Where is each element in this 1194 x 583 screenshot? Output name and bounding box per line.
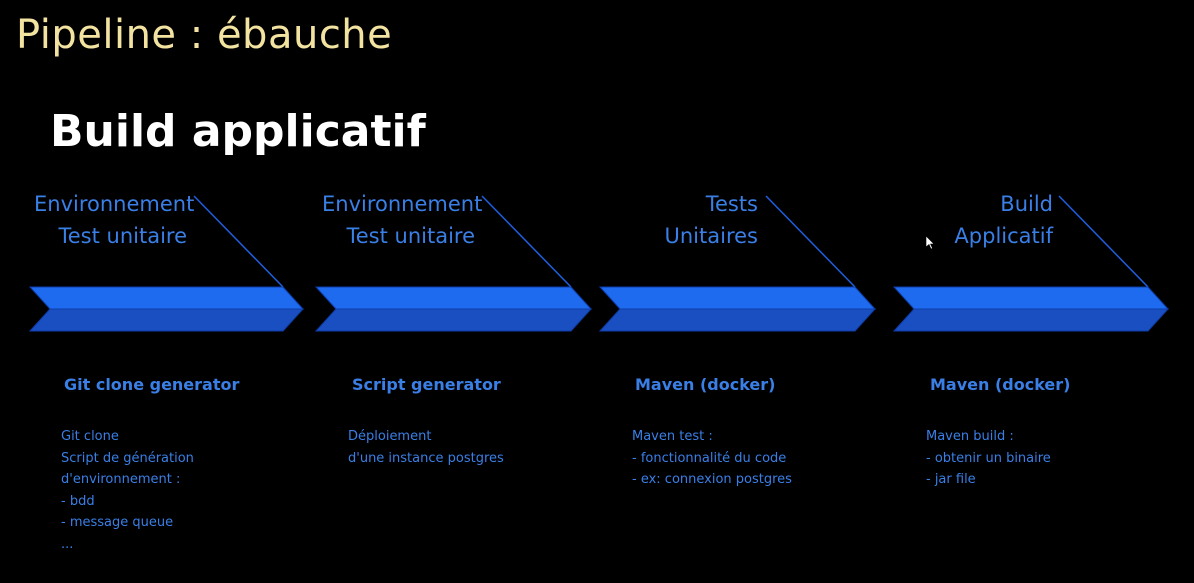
tool-title: Maven (docker) (930, 375, 1071, 394)
detail-item: Déploiement (348, 429, 432, 444)
stage-label-line: Applicatif (954, 224, 1053, 248)
stage-diagonal-line (481, 195, 572, 288)
stage-diagonal-line (765, 195, 856, 288)
stage-chevron (598, 195, 877, 332)
detail-item: Git clone (61, 429, 119, 444)
detail-list: Git clone Script de génération d'environ… (61, 426, 194, 556)
stage-chevron (314, 195, 593, 332)
detail-item: - message queue (61, 515, 174, 531)
stage-label-line: Environnement (34, 192, 195, 216)
chevron-bottom-half (314, 308, 593, 332)
tool-title: Script generator (352, 375, 501, 394)
chevron-bottom-half (598, 308, 877, 332)
stage-label-line: Test unitaire (346, 224, 475, 248)
chevron-bottom-half (892, 308, 1170, 332)
detail-item: - bdd (61, 493, 95, 509)
stage-diagonal-line (193, 195, 284, 288)
detail-item: - fonctionnalité du code (632, 450, 787, 466)
detail-item: Script de génération (61, 450, 194, 466)
chevron-top-half (892, 286, 1170, 310)
detail-list: Maven build : - obtenir un binaire - jar… (926, 426, 1051, 491)
detail-item: Maven test : (632, 429, 713, 444)
mouse-pointer-icon (926, 236, 935, 250)
detail-list: Déploiement d'une instance postgres (348, 426, 504, 469)
chevron-bottom-half (28, 308, 305, 332)
pipeline-stage-3: Tests Unitaires Maven (docker) Maven tes… (598, 188, 877, 491)
detail-item: - ex: connexion postgres (632, 472, 792, 488)
detail-item: - jar file (926, 472, 976, 488)
detail-list: Maven test : - fonctionnalité du code - … (632, 426, 792, 491)
stage-label-line: Build (1000, 192, 1053, 216)
stage-label-line: Tests (705, 192, 758, 216)
pipeline-stage-1: Environnement Test unitaire Git clone ge… (0, 0, 305, 583)
stage-label: Environnement Test unitaire (34, 188, 195, 252)
detail-item: d'une instance postgres (348, 450, 504, 466)
stage-label-line: Unitaires (664, 224, 759, 248)
stage-diagonal-line (1058, 195, 1149, 288)
stage-chevron (892, 195, 1170, 332)
stage-label: Tests Unitaires (600, 188, 759, 252)
slide-title: Pipeline : ébauche (16, 12, 393, 58)
stage-label-line: Test unitaire (58, 224, 187, 248)
detail-item: d'environnement : (61, 472, 181, 488)
tool-title: Maven (docker) (635, 375, 776, 394)
pipeline-stage-2: Environnement Test unitaire Script gener… (314, 188, 593, 469)
detail-item: - obtenir un binaire (926, 450, 1051, 466)
stage-chevron (28, 195, 305, 332)
detail-item: ... (61, 536, 74, 552)
stage-label: Build Applicatif (900, 188, 1053, 252)
tool-title: Git clone generator (64, 375, 240, 394)
stage-label: Environnement Test unitaire (322, 188, 483, 252)
stage-label-line: Environnement (322, 192, 483, 216)
detail-item: Maven build : (926, 429, 1014, 444)
section-title: Build applicatif (50, 106, 426, 157)
